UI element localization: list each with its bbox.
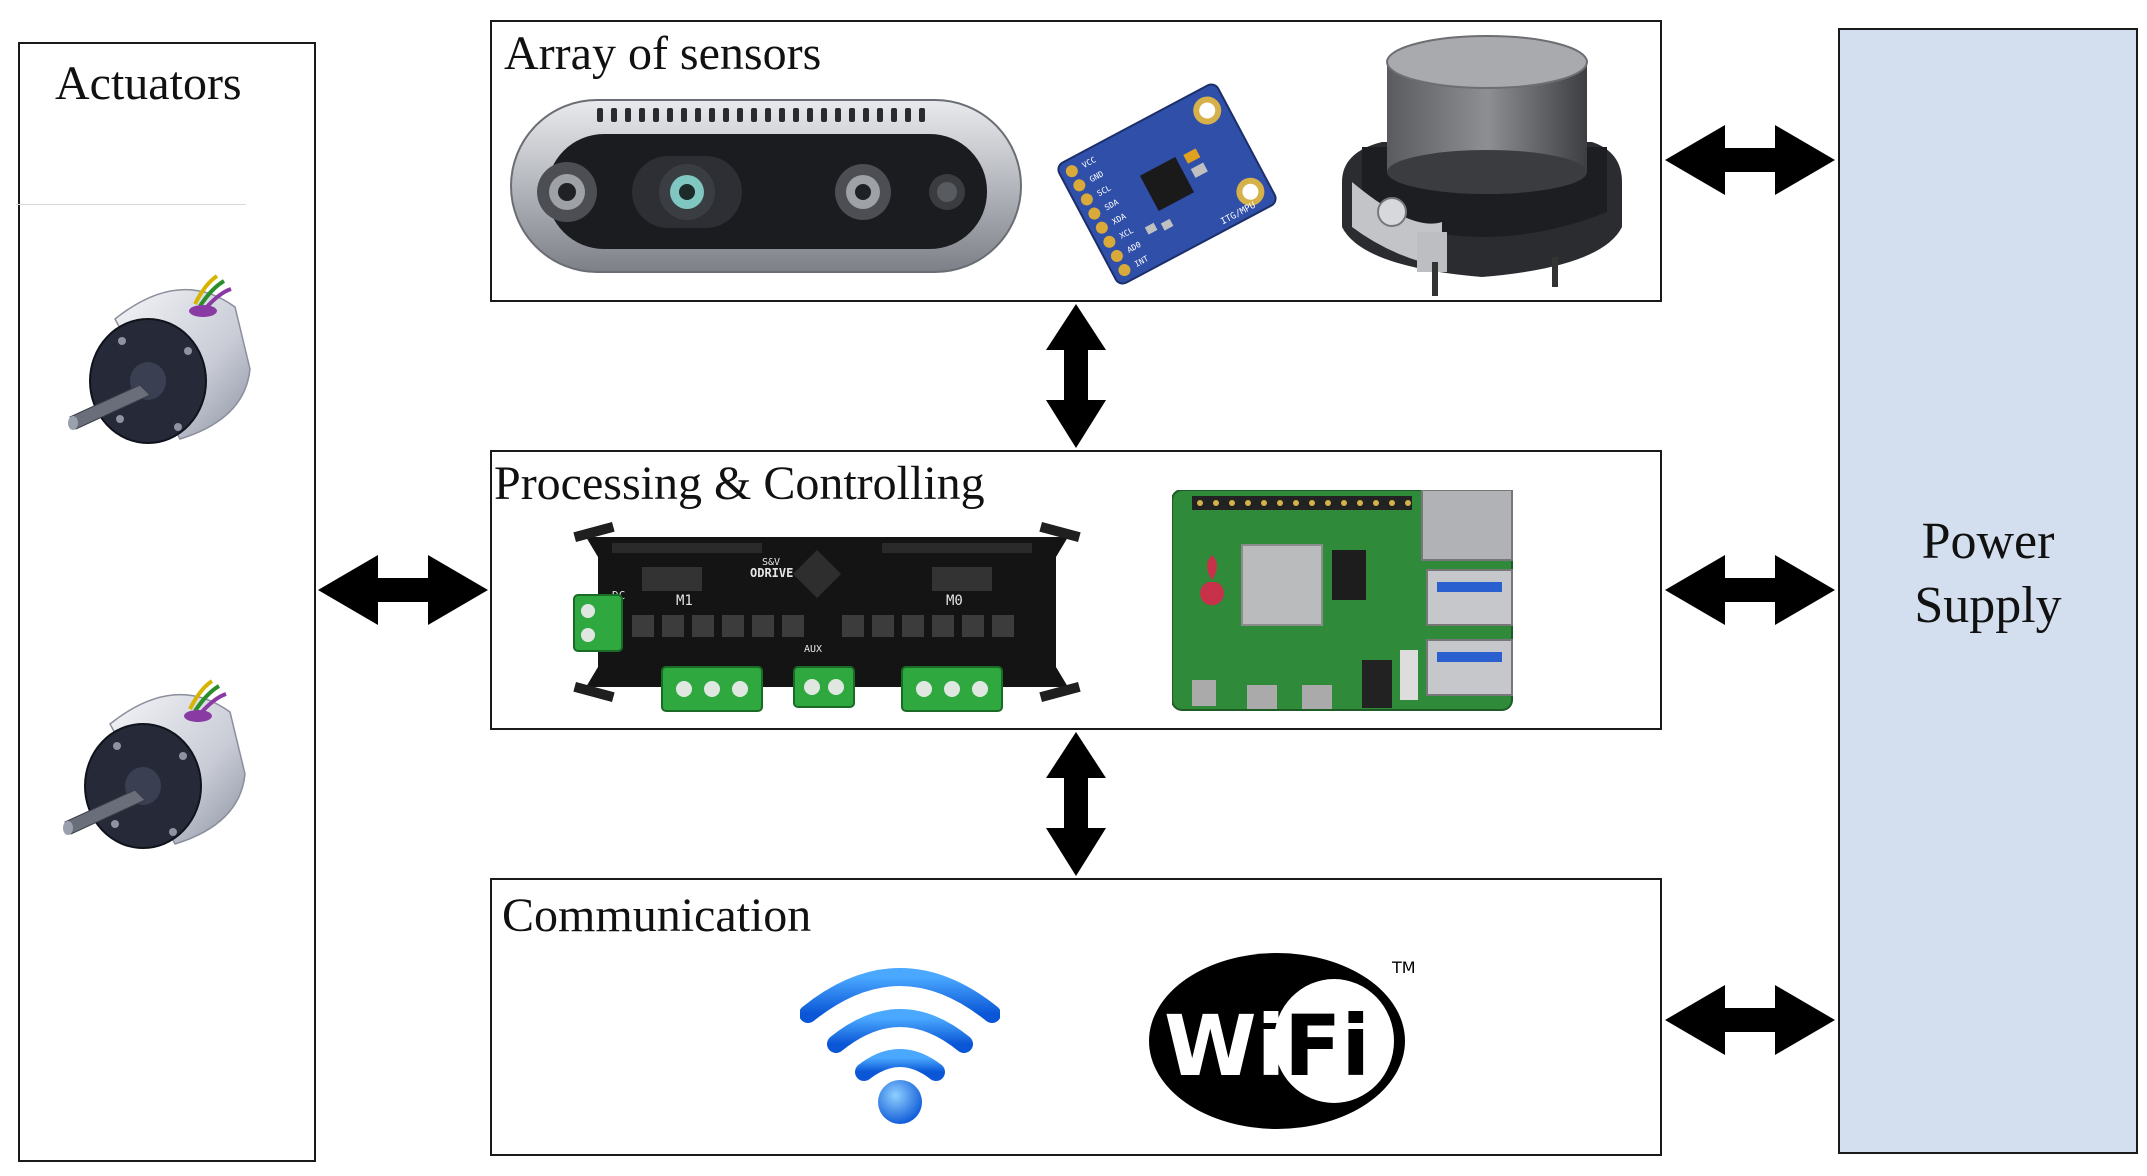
sensors-title: Array of sensors [504, 27, 822, 80]
arrow-actuators-processing [318, 555, 488, 625]
arrow-sensors-processing [1046, 304, 1106, 448]
processing-box: Processing & Controlling S&V ODRIVE [490, 450, 1662, 730]
odrive-motor-label: M1 [676, 593, 693, 609]
odrive-brand-label: S&V [762, 557, 780, 568]
power-supply-line: Supply [1914, 577, 2062, 634]
lidar-image [1322, 32, 1642, 304]
actuators-title: Actuators [55, 57, 242, 110]
depth-camera-image [507, 94, 1027, 279]
power-supply-line: Power [1921, 513, 2055, 570]
actuators-divider [16, 204, 246, 205]
actuators-box: Actuators [16, 42, 316, 1162]
raspberry-pi-image [1172, 490, 1522, 720]
power-supply-label: Power Supply [1840, 510, 2136, 638]
odrive-board-image: S&V ODRIVE M1 M0 DC AUX [572, 517, 1082, 727]
communication-title: Communication [502, 889, 812, 942]
arrow-processing-power [1665, 555, 1835, 625]
wifi-logo-text: Wi [1164, 997, 1285, 1095]
power-supply-box: Power Supply [1838, 28, 2138, 1154]
motor-image-2 [55, 664, 265, 864]
wifi-logo: Wi Fi TM [1142, 945, 1422, 1135]
arrow-processing-communication [1046, 732, 1106, 876]
wifi-signal-icon [800, 952, 1000, 1127]
communication-box: Communication Wi Fi TM [490, 878, 1662, 1156]
processing-title: Processing & Controlling [494, 457, 985, 510]
arrow-communication-power [1665, 985, 1835, 1055]
odrive-motor-label: M0 [946, 593, 963, 609]
odrive-aux-label: AUX [804, 644, 822, 655]
wifi-trademark: TM [1391, 958, 1416, 977]
imu-board-image: VCC GND SCL SDA XDA XCL AD0 INT ITG/MPU [1052, 72, 1282, 297]
sensors-box: Array of sensors [490, 20, 1662, 302]
motor-image-1 [60, 259, 270, 459]
odrive-brand-label: ODRIVE [750, 566, 793, 580]
arrow-sensors-power [1665, 125, 1835, 195]
wifi-logo-text: Fi [1284, 997, 1370, 1095]
